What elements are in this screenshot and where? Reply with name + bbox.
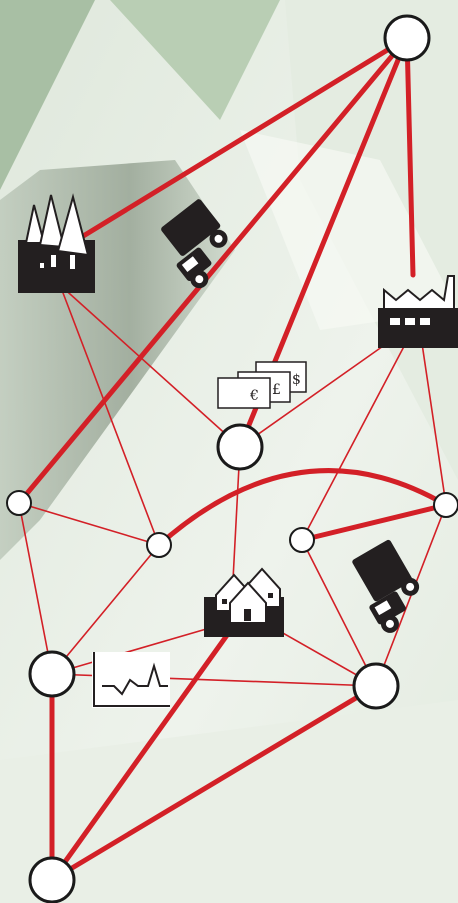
pound-symbol: £ — [272, 382, 281, 398]
line-chart-icon — [92, 652, 170, 708]
node-left-mid — [6, 490, 32, 516]
truck-icon-upper — [161, 199, 228, 289]
bg-light-streak — [240, 130, 458, 330]
bg-shape-bottom — [0, 700, 458, 903]
truck-icon-lower — [352, 539, 420, 633]
node-left-lower — [28, 650, 76, 698]
edge-thin-2 — [59, 284, 241, 448]
node-right-inner — [289, 527, 315, 553]
node-right-mid — [433, 492, 458, 518]
edge-bottom-to-rightlower — [49, 683, 379, 883]
euro-symbol: € — [249, 388, 259, 404]
edge-thin-12 — [51, 624, 221, 675]
node-right-lower — [352, 662, 400, 710]
edge-thin-3 — [18, 502, 160, 546]
edge-thin-9 — [419, 329, 447, 506]
node-center-upper — [216, 423, 264, 471]
edge-thin-4 — [18, 502, 53, 675]
edge-curve — [156, 468, 449, 548]
edge-thin-10 — [301, 539, 377, 687]
edge-thin-8 — [301, 334, 411, 541]
edge-top-to-leftmid — [16, 35, 410, 506]
houses-icon — [204, 567, 284, 637]
money-icon: $ £ € — [217, 361, 307, 409]
edge-top-to-factory — [404, 35, 416, 278]
forest-factory-icon — [18, 193, 95, 293]
edge-top-to-forest — [77, 35, 410, 241]
node-center-small — [146, 532, 172, 558]
node-bottom-left — [28, 856, 76, 903]
bg-shape-top — [110, 0, 280, 120]
edge-inner-to-right — [299, 502, 449, 543]
node-top-right — [383, 14, 431, 62]
edge-bottom-to-houses — [49, 607, 248, 883]
edge-thin-1 — [59, 284, 160, 546]
factory-icon — [378, 275, 458, 348]
nodes-layer — [6, 14, 458, 903]
dollar-symbol: $ — [292, 372, 301, 388]
edge-thin-5 — [51, 544, 160, 675]
bg-shape-topleft — [0, 0, 95, 190]
